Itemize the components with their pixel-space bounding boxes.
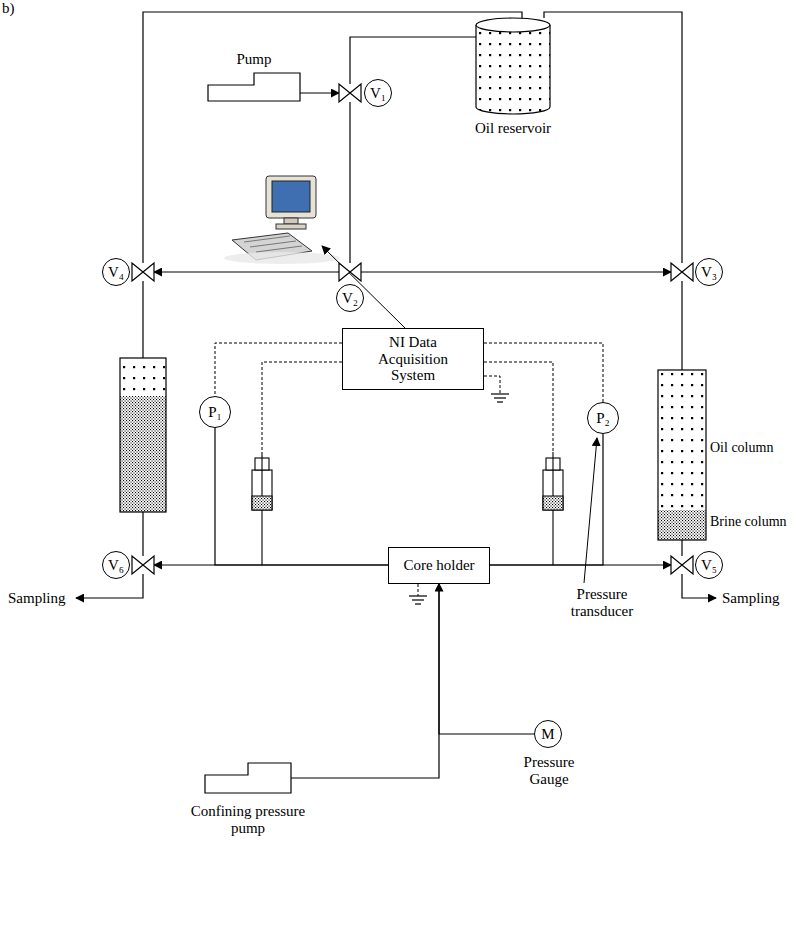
node-label: Oil column (710, 440, 773, 455)
flow-line (300, 92, 339, 93)
flow-line (154, 271, 339, 272)
node-label: Brine column (710, 514, 787, 529)
flow-line (490, 564, 671, 565)
flow-line (154, 564, 388, 565)
oil-brine-column-shape (658, 370, 706, 540)
valve: V₂ (339, 263, 361, 281)
pressure-sensor: P₂ (587, 402, 619, 434)
left-column (120, 281, 166, 556)
node-label: Core holder (403, 557, 474, 574)
valve-shape (132, 556, 154, 574)
flow-line (681, 281, 682, 370)
valve-label: V₂ (342, 290, 358, 307)
computer-icon (224, 176, 340, 264)
valve-shape (339, 84, 361, 102)
valve-label: V₅ (701, 557, 717, 574)
signal-wire (215, 343, 342, 396)
sampling-label: Sampling (8, 590, 66, 607)
panel-label: b) (2, 0, 15, 17)
data-arrow (322, 246, 405, 328)
confining-pump: Confining pressure pump (205, 763, 291, 793)
valve: V₆ (132, 556, 154, 574)
part-label: Pressure transducer (556, 586, 648, 619)
valve-label-circle: V₆ (102, 551, 130, 579)
node-label: Pressure Gauge (509, 754, 589, 787)
node-label: P₂ (596, 410, 610, 427)
flow-line (439, 584, 534, 735)
flow-line (681, 540, 682, 556)
oil-reservoir-shape (476, 18, 550, 114)
pressure-sensor: P₁ (199, 396, 231, 428)
flow-line (291, 584, 439, 779)
valve: V₃ (671, 263, 693, 281)
valve-label-circle: V₁ (364, 79, 392, 107)
confining-pump-shape (205, 763, 291, 793)
node-label: Confining pressure pump (190, 803, 306, 836)
valve: V₅ (671, 556, 693, 574)
valve-label: V₃ (701, 264, 717, 281)
flow-line (215, 428, 388, 565)
signal-wire (484, 343, 603, 402)
valve: V₄ (132, 263, 154, 281)
valve-label: V₁ (370, 85, 386, 102)
valve-shape (671, 556, 693, 574)
valve-shape (339, 263, 361, 281)
flow-line (490, 434, 603, 565)
valve-label-circle: V₂ (336, 284, 364, 312)
flow-line (544, 12, 682, 263)
valve-label: V₆ (108, 557, 124, 574)
acquisition-box: NI Data Acquisition System (342, 328, 484, 390)
core-holder: Core holder (388, 547, 490, 584)
flow-line (349, 102, 350, 263)
valve-label-circle: V₅ (695, 551, 723, 579)
signal-wire (262, 362, 553, 596)
valve-shape (132, 263, 154, 281)
oil-reservoir: Oil reservoir (476, 18, 550, 114)
node-label: M (541, 726, 554, 743)
pressure-gauge: MPressure Gauge (534, 720, 562, 748)
valve: V₁ (339, 84, 361, 102)
node-label: Pump (198, 51, 310, 68)
valve-shape (671, 263, 693, 281)
valve-label: V₄ (108, 264, 124, 281)
flow-line (350, 37, 476, 84)
pump: Pump (208, 73, 300, 101)
leader-arrow (584, 438, 597, 583)
valve-label-circle: V₃ (695, 258, 723, 286)
node-label: P₁ (208, 404, 222, 421)
flow-line (143, 12, 522, 263)
node-label: NI Data Acquisition System (357, 334, 469, 384)
oil-brine-column: Oil columnBrine column (658, 370, 706, 540)
node-label: Oil reservoir (446, 120, 580, 137)
valve-label-circle: V₄ (102, 258, 130, 286)
sampling-label: Sampling (722, 590, 780, 607)
flow-line (361, 271, 671, 272)
pump-shape (208, 73, 300, 101)
